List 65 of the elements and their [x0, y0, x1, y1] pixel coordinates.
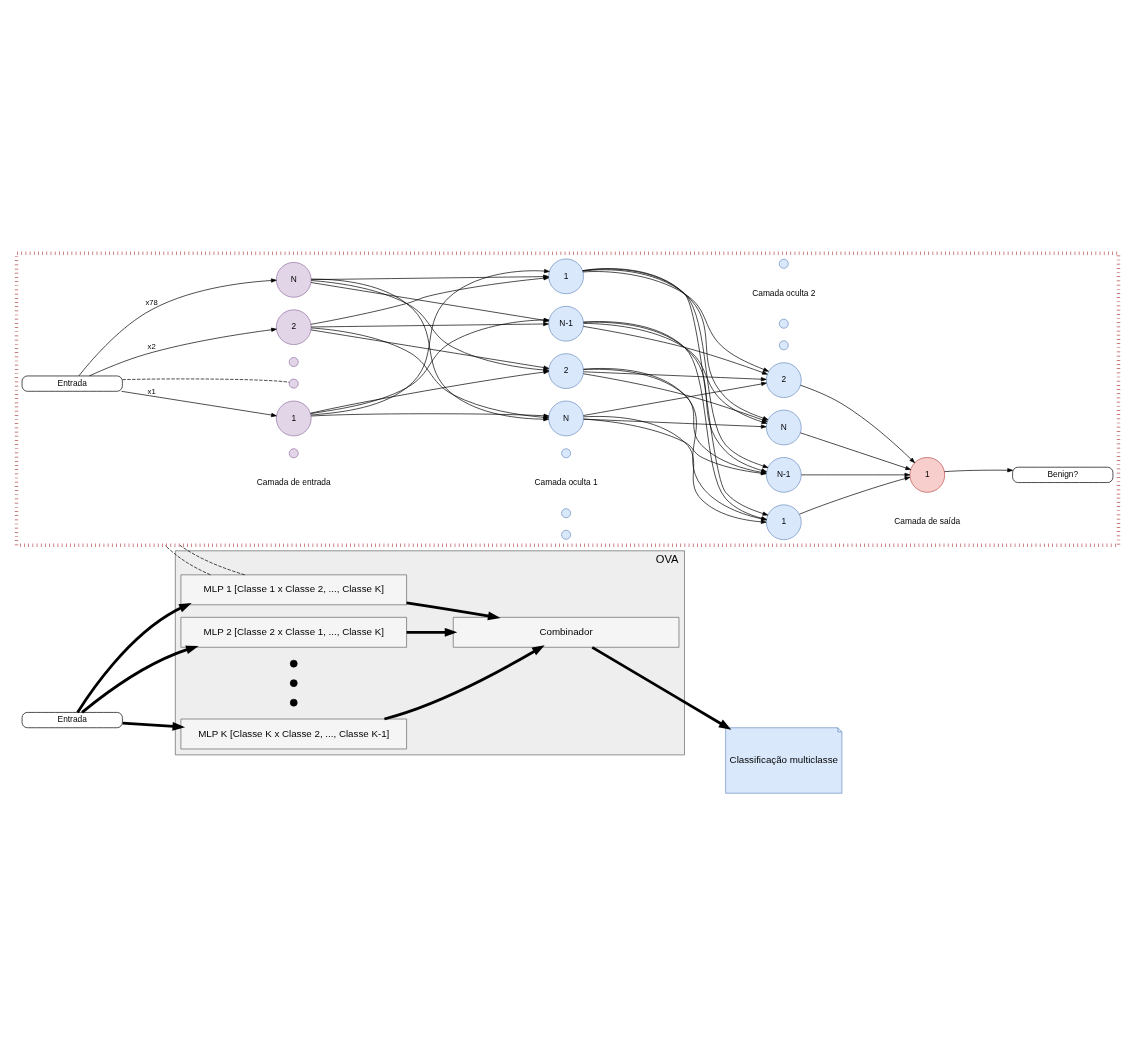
- arrow: [310, 370, 549, 414]
- node-circle: N-1: [766, 457, 802, 493]
- label: Camada oculta 1: [534, 477, 598, 488]
- node-circle: [778, 340, 789, 351]
- node-circle: [778, 318, 789, 329]
- arrow: [801, 472, 911, 477]
- node-circle: N: [275, 262, 312, 298]
- node-circle: [289, 698, 298, 707]
- cluster: [14, 251, 1121, 547]
- node-circle: 2: [548, 353, 584, 389]
- edge-label: x1: [147, 386, 156, 396]
- node-circle: 2: [766, 362, 802, 398]
- arrow: [799, 476, 911, 515]
- node-circle: [289, 679, 298, 687]
- arrow: [310, 321, 549, 328]
- node-circle: N: [766, 409, 802, 446]
- arrow: [78, 278, 277, 377]
- connector: [164, 544, 211, 576]
- node-box: MLP 2 [Classe 2 x Classe 1, ..., Classe K]: [180, 617, 407, 648]
- node-box: Benign?: [1012, 466, 1114, 483]
- node-box: MLP 1 [Classe 1 x Classe 2, ..., Classe K]: [180, 574, 407, 606]
- arrow: [591, 646, 732, 730]
- label: Camada de saída: [894, 516, 961, 527]
- node-box: Entrada: [21, 712, 123, 729]
- arrow: [81, 645, 199, 714]
- edge-label: x2: [147, 342, 156, 352]
- node-circle: N: [548, 400, 584, 437]
- node-box: Entrada: [21, 375, 123, 392]
- arrow: [406, 601, 501, 621]
- node-circle: [561, 529, 571, 540]
- arrow: [406, 627, 458, 637]
- node-circle: 1: [766, 504, 802, 540]
- arrow: [583, 381, 767, 416]
- arrow: [800, 384, 915, 464]
- arrow: [121, 390, 277, 418]
- connector: [122, 378, 290, 383]
- node-circle: [288, 378, 299, 389]
- arrow: [310, 329, 550, 370]
- arrow: [582, 271, 769, 372]
- node-circle: 2: [275, 309, 312, 345]
- arrow: [800, 432, 911, 470]
- node-box: MLP K [Classe K x Classe 2, ..., Classe K-1]: [180, 718, 407, 750]
- arrow: [944, 468, 1013, 473]
- arrow: [583, 326, 768, 375]
- arrow: [76, 603, 192, 714]
- node-circle: [288, 448, 299, 459]
- node-circle: N-1: [548, 305, 584, 342]
- arrow: [88, 327, 277, 377]
- label: Camada de entrada: [256, 477, 331, 488]
- arrow: [122, 721, 186, 731]
- node-circle: [561, 448, 571, 459]
- arrow: [310, 282, 550, 323]
- arrow: [310, 280, 550, 373]
- connector: [179, 544, 246, 576]
- label: Camada oculta 2: [752, 287, 816, 298]
- node-circle: [289, 659, 298, 668]
- edge-label: x78: [145, 298, 158, 308]
- arrow: [384, 645, 545, 721]
- node-circle: [288, 357, 299, 367]
- arrow: [583, 371, 767, 382]
- node-circle: 1: [548, 258, 584, 295]
- node-box: Combinador: [452, 617, 680, 648]
- node-circle: 1: [275, 400, 312, 437]
- node-circle: [561, 508, 571, 519]
- node-circle: [778, 258, 789, 269]
